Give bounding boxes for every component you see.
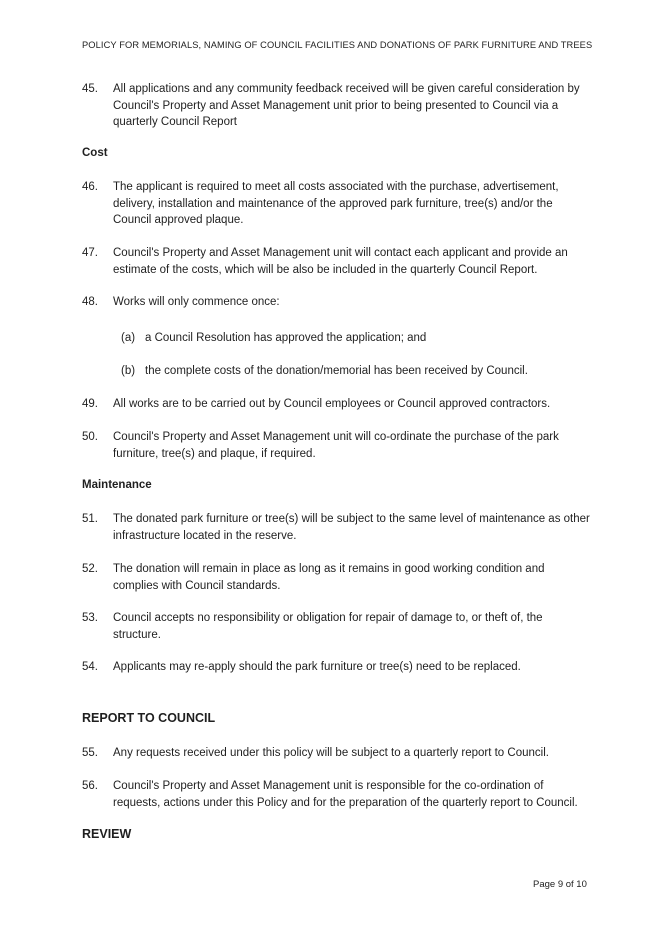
page-number: Page 9 of 10 (533, 879, 587, 890)
heading-cost: Cost (82, 147, 108, 159)
clause-text: The applicant is required to meet all co… (113, 181, 559, 226)
subclause-text: a Council Resolution has approved the ap… (145, 332, 427, 344)
clause-text: All applications and any community feedb… (113, 83, 580, 128)
clause-number: 52. (82, 563, 98, 575)
clause-text: Council's Property and Asset Management … (113, 247, 568, 276)
clause-55: 55. Any requests received under this pol… (82, 745, 592, 762)
clause-text: Applicants may re-apply should the park … (113, 661, 521, 673)
clause-49: 49. All works are to be carried out by C… (82, 396, 592, 413)
clause-text: All works are to be carried out by Counc… (113, 398, 551, 410)
clause-number: 45. (82, 83, 98, 95)
clause-number: 53. (82, 612, 98, 624)
subclause-b: (b) the complete costs of the donation/me… (121, 363, 591, 380)
clause-text: Works will only commence once: (113, 296, 280, 308)
clause-number: 54. (82, 661, 98, 673)
clause-46: 46. The applicant is required to meet al… (82, 179, 592, 229)
clause-text: Council accepts no responsibility or obl… (113, 612, 543, 641)
clause-48: 48. Works will only commence once: (82, 294, 592, 311)
clause-text: The donated park furniture or tree(s) wi… (113, 513, 590, 542)
clause-54: 54. Applicants may re-apply should the p… (82, 659, 592, 676)
subclause-text: the complete costs of the donation/memor… (145, 365, 528, 377)
heading-maintenance: Maintenance (82, 479, 152, 491)
heading-review: REVIEW (82, 827, 132, 841)
clause-number: 49. (82, 398, 98, 410)
clause-52: 52. The donation will remain in place as… (82, 561, 592, 594)
clause-56: 56. Council's Property and Asset Managem… (82, 778, 592, 811)
clause-47: 47. Council's Property and Asset Managem… (82, 245, 592, 278)
clause-text: Council's Property and Asset Management … (113, 780, 578, 809)
subclause-a: (a) a Council Resolution has approved the… (121, 330, 591, 347)
clause-text: Council's Property and Asset Management … (113, 431, 559, 460)
clause-51: 51. The donated park furniture or tree(s… (82, 511, 592, 544)
clause-50: 50. Council's Property and Asset Managem… (82, 429, 592, 462)
clause-number: 51. (82, 513, 98, 525)
running-header: POLICY FOR MEMORIALS, NAMING OF COUNCIL … (82, 40, 593, 50)
clause-53: 53. Council accepts no responsibility or… (82, 610, 592, 643)
subclause-label: (b) (121, 365, 136, 377)
clause-number: 48. (82, 296, 98, 308)
clause-number: 50. (82, 431, 98, 443)
clause-number: 47. (82, 247, 98, 259)
clause-text: Any requests received under this policy … (113, 747, 549, 759)
subclause-label: (a) (121, 332, 136, 344)
clause-number: 56. (82, 780, 98, 792)
clause-45: 45. All applications and any community f… (82, 81, 592, 131)
heading-report-to-council: REPORT TO COUNCIL (82, 711, 216, 725)
clause-number: 55. (82, 747, 98, 759)
clause-text: The donation will remain in place as lon… (113, 563, 545, 592)
clause-number: 46. (82, 181, 98, 193)
